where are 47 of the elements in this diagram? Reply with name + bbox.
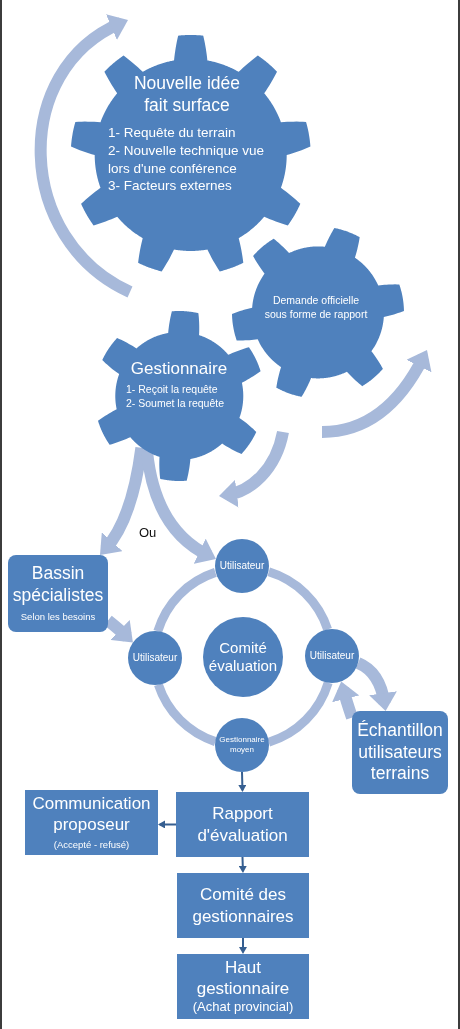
- node-label: Utilisateur: [219, 560, 265, 572]
- node-label: Gestionnaire moyen: [218, 735, 266, 755]
- process-box: [25, 790, 158, 855]
- gear-title: Nouvelle idée fait surface: [132, 73, 241, 117]
- arrow: [238, 856, 247, 873]
- box-note: (Accepté - refusé): [53, 838, 130, 851]
- circle-node: [215, 718, 269, 772]
- ring-segment: [153, 568, 218, 633]
- list-item: 1- Requête du terrain: [108, 124, 237, 142]
- arrow: [239, 937, 247, 954]
- circle-node: [305, 629, 359, 683]
- gear-shape: [232, 227, 404, 397]
- arrow: [238, 771, 247, 792]
- rounded-box: [8, 555, 108, 632]
- node-label: Comité des gestionnaires: [191, 884, 295, 927]
- arrow: [158, 820, 177, 829]
- ring-segment: [267, 681, 333, 747]
- ring-segment: [154, 683, 217, 746]
- node-label: Échantillon utilisateurs terrains: [356, 720, 444, 785]
- box-title: Bassin spécialistes: [11, 563, 105, 607]
- list-item: 3- Facteurs externes: [108, 177, 233, 195]
- gear-title: Gestionnaire: [129, 358, 229, 380]
- box-title: Communication proposeur: [31, 794, 152, 836]
- list-item: 2- Nouvelle technique vue lors d'une conférence: [108, 142, 266, 178]
- process-box: [177, 873, 309, 938]
- node-label: Utilisateur: [309, 650, 355, 662]
- list-item: 1- Reçoit la requête: [126, 383, 219, 397]
- gear-shape: [71, 35, 311, 272]
- box-note: (Achat provincial): [192, 999, 294, 1016]
- box-note: Selon les besoins: [20, 611, 96, 624]
- ring-segment: [267, 567, 332, 631]
- box-title: Haut gestionnaire: [195, 957, 291, 1000]
- list-item: 2- Soumet la requête: [126, 397, 226, 411]
- circle-node: [215, 539, 269, 593]
- process-box: [176, 792, 309, 857]
- circle-node: [128, 631, 182, 685]
- node-label: Comité évaluation: [207, 639, 279, 675]
- rounded-box: [352, 711, 448, 794]
- curved-arrow: [100, 446, 148, 556]
- branch-label: Ou: [139, 525, 157, 540]
- node-label: Rapport d'évaluation: [196, 803, 289, 846]
- curved-arrow: [141, 450, 216, 564]
- gear-label: Demande officielle sous forme de rapport: [263, 294, 369, 322]
- node-label: Utilisateur: [132, 652, 178, 664]
- process-box: [177, 954, 309, 1019]
- gear-shape: [97, 311, 261, 481]
- curved-arrow: [332, 681, 360, 720]
